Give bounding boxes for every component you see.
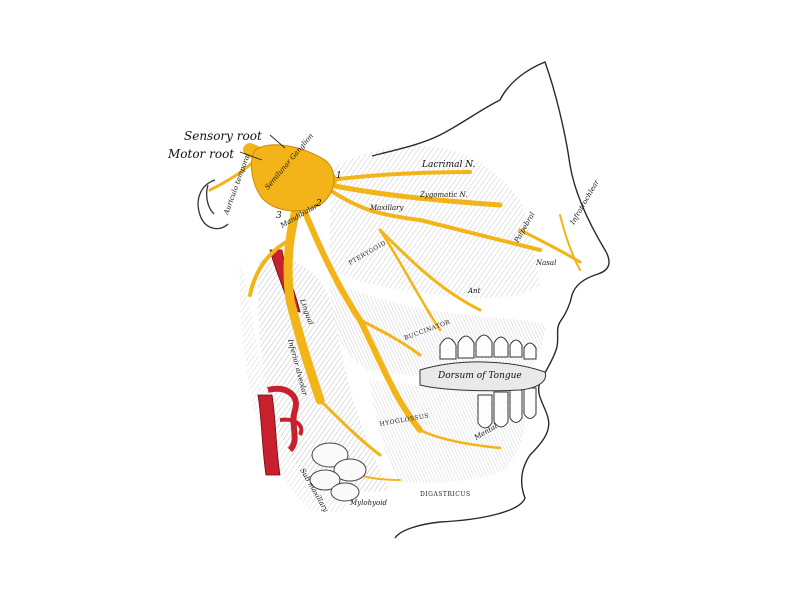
label-nasal: Nasal — [535, 259, 556, 267]
label-num-3: 3 — [276, 211, 282, 221]
label-ant: Ant — [467, 287, 481, 295]
lower-teeth — [477, 387, 537, 429]
upper-teeth — [439, 334, 537, 360]
label-zygomatic: Zygomatic N. — [419, 191, 467, 199]
label-motor-root: Motor root — [167, 147, 234, 161]
tongue — [419, 361, 547, 392]
semilunar-ganglion — [251, 144, 335, 212]
label-sensory-root: Sensory root — [184, 129, 262, 143]
label-num-1: 1 — [336, 171, 342, 181]
label-dorsum-of-tongue: Dorsum of Tongue — [437, 371, 522, 381]
ear-region — [197, 179, 229, 230]
label-auriculo-temporal: Auriculo temporal — [222, 153, 252, 217]
label-leaders — [239, 134, 286, 161]
label-maxillary: Maxillary — [369, 204, 405, 212]
label-mylohyoid: Mylohyoid — [349, 499, 387, 507]
label-digastricus: DIGASTRICUS — [420, 491, 471, 498]
label-num-2: 2 — [315, 199, 322, 209]
label-infratrochlear: Infratrochlear — [568, 178, 601, 227]
submaxillary-gland — [309, 442, 367, 502]
label-lacrimal: Lacrimal N. — [421, 160, 476, 170]
